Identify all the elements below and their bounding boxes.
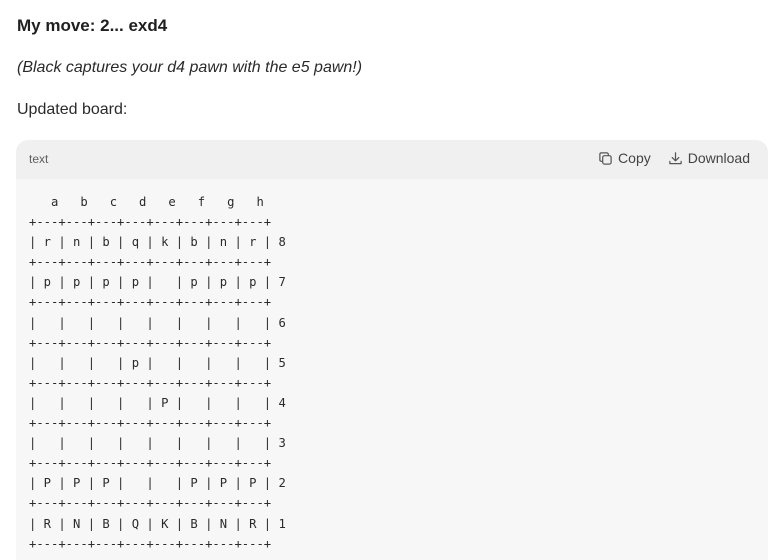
- copy-icon: [598, 151, 613, 166]
- board-label: Updated board:: [17, 101, 128, 118]
- move-note: (Black captures your d4 pawn with the e5…: [17, 59, 363, 76]
- code-language-label: text: [29, 152, 49, 166]
- copy-button[interactable]: Copy: [598, 150, 651, 166]
- code-block-header: text Copy Dow: [16, 140, 768, 179]
- download-icon: [668, 151, 683, 166]
- move-heading: My move: 2... exd4: [17, 16, 168, 35]
- copy-label: Copy: [618, 150, 651, 166]
- download-label: Download: [687, 150, 750, 166]
- code-actions: Copy Download: [598, 150, 750, 166]
- download-button[interactable]: Download: [668, 150, 750, 166]
- code-block: text Copy Dow: [16, 140, 768, 560]
- chess-board-text: a b c d e f g h +---+---+---+---+---+---…: [29, 195, 286, 551]
